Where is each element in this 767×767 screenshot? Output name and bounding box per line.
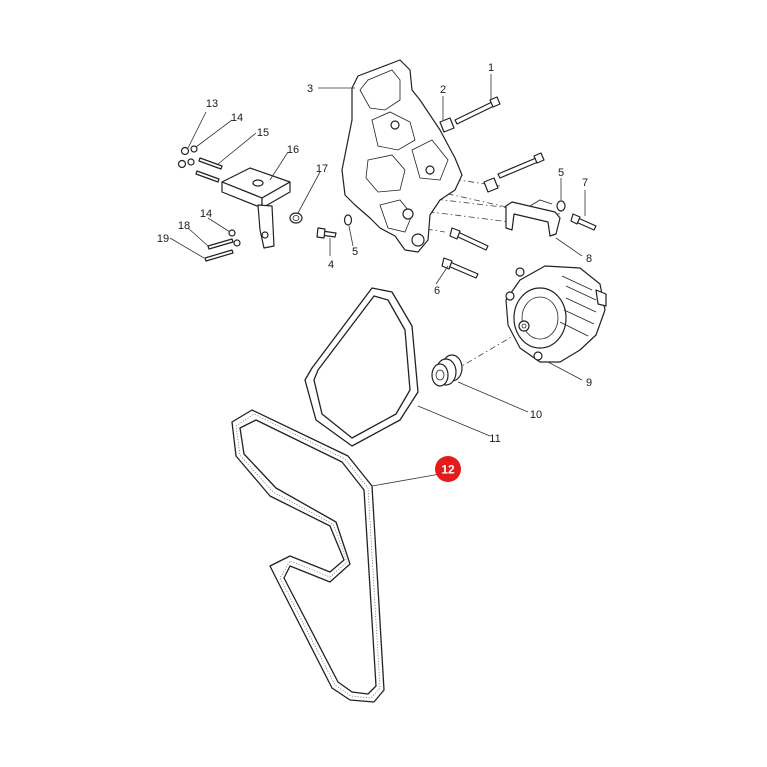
support-bracket-16 [221,167,291,249]
long-bolt [483,152,545,193]
o-ring-17 [289,212,303,224]
label-3: 3 [307,83,313,95]
alternator-9 [505,265,607,363]
studs-15 [195,157,223,183]
label-18: 18 [178,220,190,232]
leader-lines [169,74,586,487]
label-15: 15 [257,127,269,139]
label-19: 19 [157,233,169,245]
bolt-1 [454,96,501,125]
label-8: 8 [586,253,592,265]
washers-14-top [187,145,198,166]
highlight-callout-12[interactable]: 12 [435,456,461,482]
label-5-left: 5 [352,246,358,258]
label-9: 9 [586,377,592,389]
label-12: 12 [441,463,455,477]
highlight-badge[interactable] [435,456,461,482]
mounting-bracket [341,59,463,253]
washer-5-right [556,200,566,212]
label-2: 2 [440,84,446,96]
bolt-7 [570,213,597,231]
washer-5-left [343,214,353,226]
poly-v-belt-12 [231,409,385,703]
bracket-8 [505,199,561,237]
label-14-top: 14 [231,112,243,124]
label-7: 7 [582,177,588,189]
bolt-6 [441,227,489,279]
label-10: 10 [530,409,542,421]
nuts-13 [177,146,190,169]
label-13: 13 [206,98,218,110]
label-17: 17 [316,163,328,175]
bushing-2 [439,117,455,133]
pulley-10 [431,354,463,387]
label-5-right: 5 [558,167,564,179]
washers-14-bottom [228,229,241,247]
label-4: 4 [328,259,334,271]
v-belt-11 [304,287,419,447]
label-6: 6 [434,285,440,297]
label-1: 1 [488,62,494,74]
label-11: 11 [489,433,500,445]
studs-18-19 [204,238,234,262]
part-labels: 1 2 3 4 5 5 6 7 8 9 10 11 13 14 15 16 17… [157,62,592,445]
bolt-4 [316,227,337,239]
label-14-bottom: 14 [200,208,212,220]
label-16: 16 [287,144,299,156]
